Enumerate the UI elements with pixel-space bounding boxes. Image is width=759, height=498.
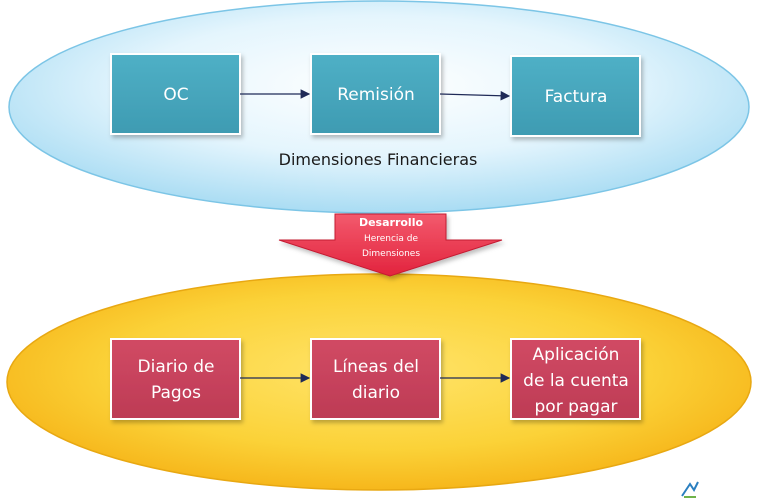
transfer-arrow: [278, 213, 503, 277]
box-remision: [310, 53, 441, 135]
transfer-arrow-subtitle-2: Dimensiones: [362, 249, 420, 259]
box-aplicacion-line2: de la cuenta: [523, 371, 629, 391]
connector-remision-factura: [439, 90, 511, 101]
box-factura-label: Factura: [545, 87, 608, 107]
transfer-arrow-subtitle-1: Herencia de: [364, 234, 419, 244]
box-aplicacion-line1: Aplicación: [533, 345, 620, 365]
box-aplicacion-cuenta: [510, 338, 641, 420]
box-oc-label: OC: [163, 85, 188, 105]
box-diario-line2: Pagos: [151, 383, 201, 403]
corner-logo-icon: [681, 481, 699, 498]
transfer-arrow-title: Desarrollo: [359, 216, 424, 229]
box-aplicacion-line3: por pagar: [535, 397, 618, 417]
box-oc: [110, 53, 241, 135]
box-lineas-del-diario: [310, 338, 441, 420]
box-remision-label: Remisión: [337, 85, 415, 105]
box-diario-de-pagos: [110, 338, 241, 420]
box-diario-line1: Diario de: [138, 357, 215, 377]
top-caption: Dimensiones Financieras: [279, 150, 478, 169]
box-lineas-line2: diario: [352, 383, 400, 403]
box-lineas-line1: Líneas del: [333, 357, 419, 377]
box-factura: [510, 55, 641, 137]
